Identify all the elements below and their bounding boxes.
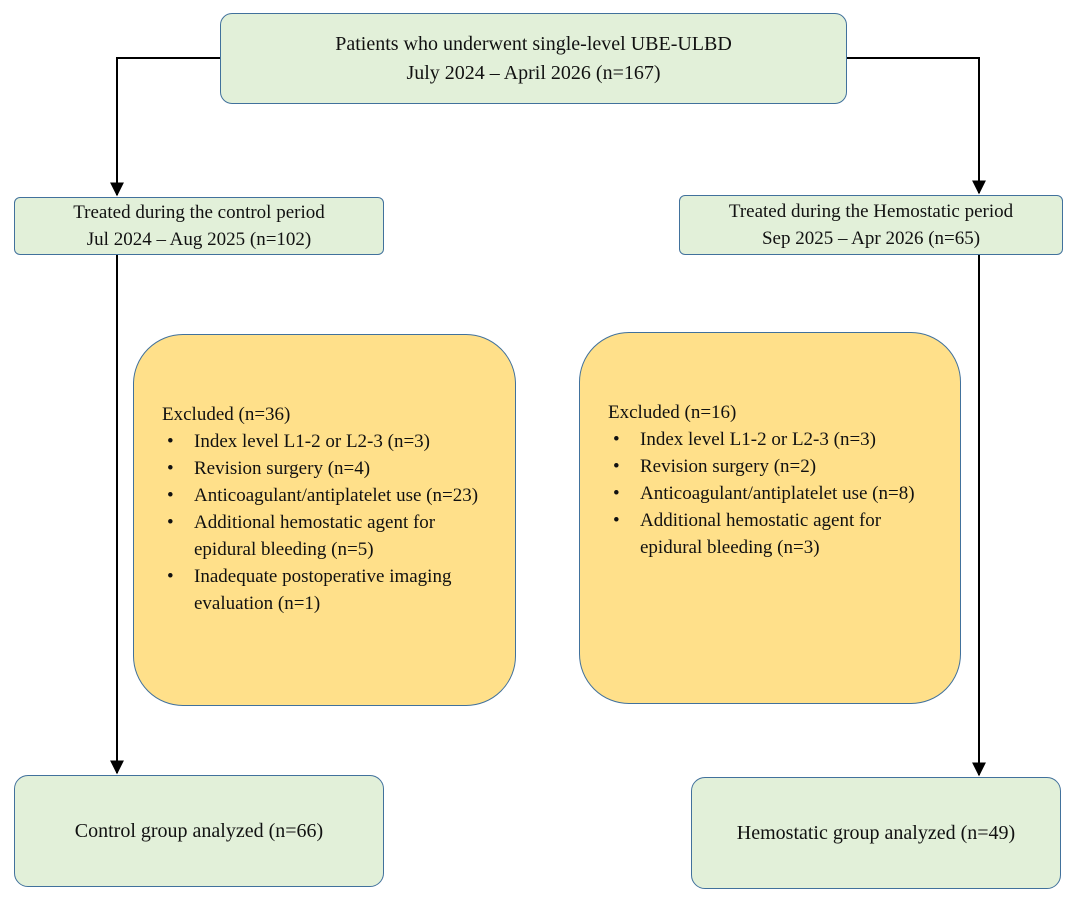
arrow-top-to-hemostatic	[847, 57, 986, 195]
list-item: Index level L1-2 or L2-3 (n=3)	[608, 426, 940, 453]
list-item: Index level L1-2 or L2-3 (n=3)	[162, 428, 495, 455]
hemostatic-excluded-list: Index level L1-2 or L2-3 (n=3) Revision …	[608, 426, 940, 561]
hemostatic-period-line2: Sep 2025 – Apr 2026 (n=65)	[761, 228, 981, 249]
list-item: Inadequate postoperative imaging evaluat…	[162, 563, 495, 617]
hemostatic-analyzed-label: Hemostatic group analyzed (n=49)	[736, 821, 1016, 844]
control-excluded-list: Index level L1-2 or L2-3 (n=3) Revision …	[162, 428, 495, 617]
hemostatic-period-line1: Treated during the Hemostatic period	[728, 201, 1014, 222]
list-item: Anticoagulant/antiplatelet use (n=23)	[162, 482, 495, 509]
list-item: Additional hemostatic agent for epidural…	[162, 509, 495, 563]
control-analyzed-label: Control group analyzed (n=66)	[74, 819, 324, 842]
hemostatic-period-box: Treated during the Hemostatic period Sep…	[679, 195, 1063, 255]
total-patients-box: Patients who underwent single-level UBE-…	[220, 13, 847, 104]
hemostatic-excluded-title: Excluded (n=16)	[608, 402, 737, 423]
control-excluded-box: Excluded (n=36) Index level L1-2 or L2-3…	[133, 334, 516, 706]
control-analyzed-box: Control group analyzed (n=66)	[14, 775, 384, 887]
control-period-box: Treated during the control period Jul 20…	[14, 197, 384, 255]
list-item: Anticoagulant/antiplatelet use (n=8)	[608, 480, 940, 507]
control-period-line2: Jul 2024 – Aug 2025 (n=102)	[86, 229, 312, 250]
total-patients-line1: Patients who underwent single-level UBE-…	[335, 32, 732, 55]
hemostatic-excluded-box: Excluded (n=16) Index level L1-2 or L2-3…	[579, 332, 961, 704]
control-period-line1: Treated during the control period	[73, 202, 325, 223]
arrow-top-to-control	[110, 57, 220, 197]
list-item: Additional hemostatic agent for epidural…	[608, 507, 940, 561]
total-patients-line2: July 2024 – April 2026 (n=167)	[406, 61, 661, 84]
control-excluded-title: Excluded (n=36)	[162, 404, 291, 425]
list-item: Revision surgery (n=4)	[162, 455, 495, 482]
list-item: Revision surgery (n=2)	[608, 453, 940, 480]
hemostatic-analyzed-box: Hemostatic group analyzed (n=49)	[691, 777, 1061, 889]
